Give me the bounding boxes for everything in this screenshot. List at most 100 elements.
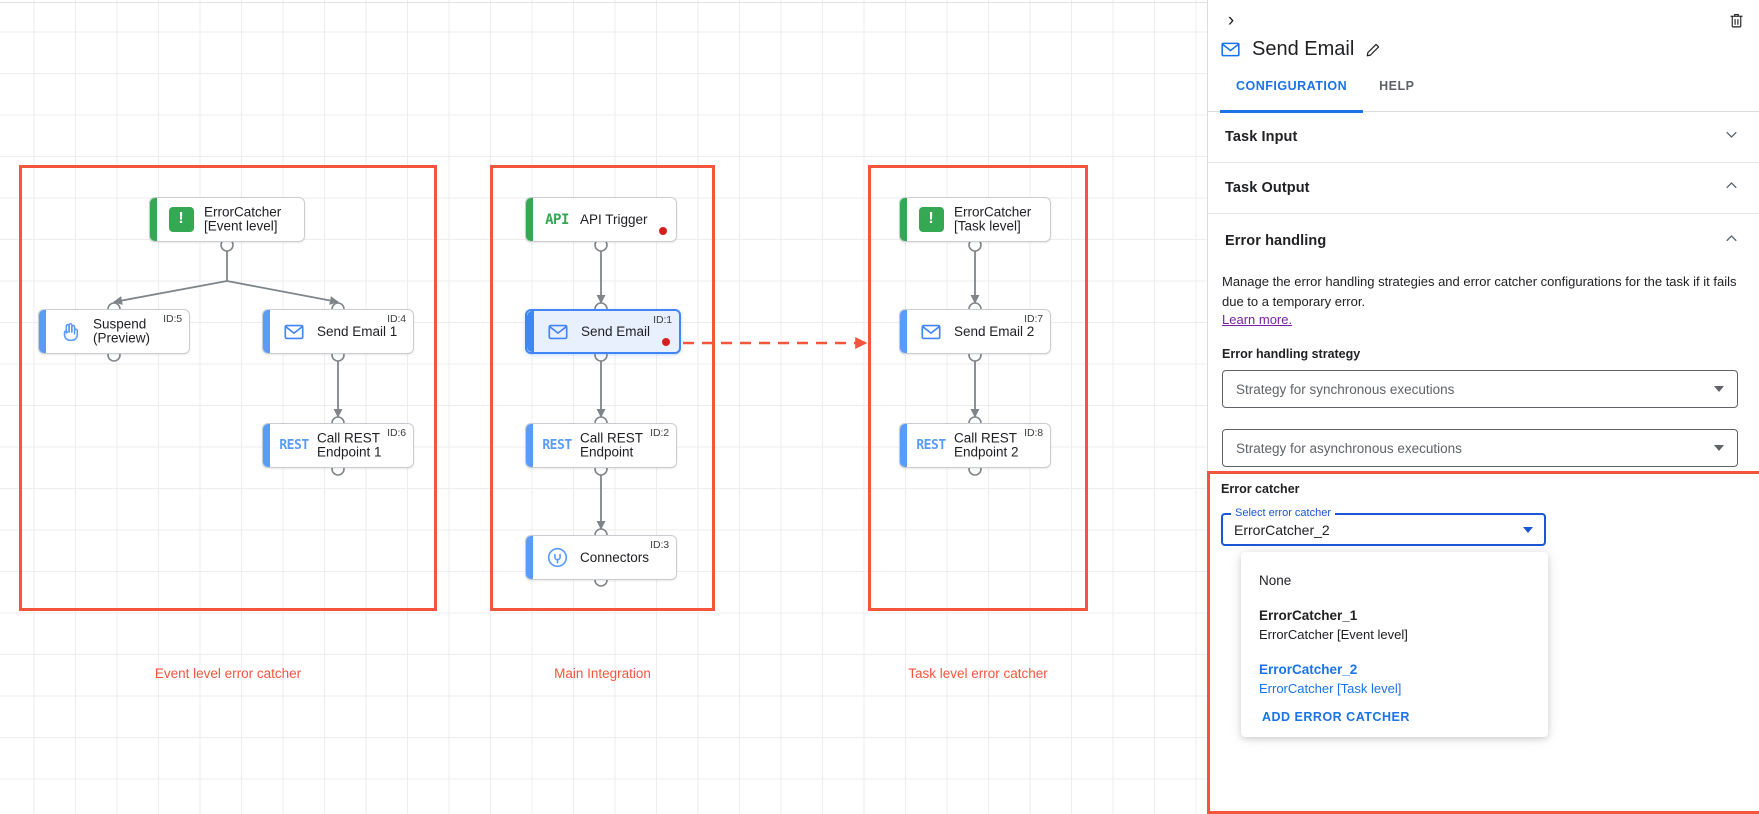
node-accent-bar (150, 198, 157, 241)
error-catcher-selected-value: ErrorCatcher_2 (1234, 521, 1330, 538)
node-error-catcher-task-level[interactable]: ! ErrorCatcher [Task level] (899, 197, 1051, 242)
node-accent-bar (526, 198, 533, 241)
node-accent-bar (263, 424, 270, 467)
edit-pencil-icon[interactable] (1365, 42, 1381, 58)
node-call-rest-endpoint-2[interactable]: REST Call REST Endpoint 2 ID:8 (899, 423, 1051, 468)
envelope-icon (545, 319, 571, 345)
sync-strategy-select[interactable]: Strategy for synchronous executions (1222, 370, 1738, 408)
error-catcher-label: Error catcher (1221, 482, 1300, 496)
section-error-handling[interactable]: Error handling (1208, 214, 1759, 268)
panel-header: › Send Email (1208, 0, 1759, 78)
section-title: Error handling (1225, 233, 1327, 249)
node-accent-bar (263, 310, 270, 353)
chevron-down-icon (1724, 127, 1739, 147)
menu-item-primary: None (1259, 573, 1292, 588)
node-call-rest-endpoint[interactable]: REST Call REST Endpoint ID:2 (525, 423, 677, 468)
chevron-up-icon (1724, 231, 1739, 251)
panel-tabs: CONFIGURATION HELP (1208, 78, 1759, 113)
error-catcher-icon: ! (918, 207, 944, 233)
page-title: Send Email (1252, 38, 1355, 60)
node-accent-bar (39, 310, 46, 353)
panel-title-row: Send Email (1220, 38, 1381, 61)
chevron-down-icon (1714, 445, 1724, 451)
menu-item-secondary: ErrorCatcher [Event level] (1259, 627, 1408, 642)
section-task-output[interactable]: Task Output (1208, 163, 1759, 214)
node-suspend[interactable]: Suspend (Preview) ID:5 (38, 309, 190, 354)
menu-item-primary: ErrorCatcher_1 (1259, 608, 1358, 623)
delete-icon[interactable] (1723, 7, 1749, 33)
node-accent-bar (527, 311, 534, 352)
group-caption-task-level: Task level error catcher (908, 666, 1048, 681)
envelope-icon (1220, 39, 1241, 60)
node-id-badge: ID:8 (1024, 427, 1043, 439)
node-send-email-1[interactable]: Send Email 1 ID:4 (262, 309, 414, 354)
node-label: Call REST Endpoint 2 (954, 430, 1019, 460)
menu-item-errorcatcher-1[interactable]: ErrorCatcher_1 ErrorCatcher [Event level… (1241, 603, 1548, 647)
node-api-trigger[interactable]: API API Trigger (525, 197, 677, 242)
node-label: Call REST Endpoint 1 (317, 430, 382, 460)
node-id-badge: ID:5 (163, 313, 182, 325)
node-label: API Trigger (580, 211, 648, 227)
node-label: ErrorCatcher [Task level] (954, 204, 1032, 234)
group-box-task-level (868, 165, 1088, 611)
section-title: Task Output (1225, 180, 1310, 196)
async-strategy-select[interactable]: Strategy for asynchronous executions (1222, 429, 1738, 467)
menu-item-none[interactable]: None (1241, 568, 1548, 593)
node-label: Suspend (Preview) (93, 316, 151, 346)
add-error-catcher-button[interactable]: ADD ERROR CATCHER (1262, 710, 1410, 724)
hand-icon (57, 319, 83, 345)
node-call-rest-endpoint-1[interactable]: REST Call REST Endpoint 1 ID:6 (262, 423, 414, 468)
node-label: Call REST Endpoint (580, 430, 644, 460)
node-id-badge: ID:1 (653, 314, 672, 326)
sync-strategy-value: Strategy for synchronous executions (1236, 381, 1455, 397)
menu-item-secondary: ErrorCatcher [Task level] (1259, 681, 1402, 696)
group-caption-main-integration: Main Integration (554, 666, 651, 681)
node-id-badge: ID:4 (387, 313, 406, 325)
error-handling-body: Manage the error handling strategies and… (1208, 272, 1759, 467)
rest-icon: REST (916, 438, 946, 453)
node-label: Connectors (580, 549, 650, 565)
node-send-email[interactable]: Send Email ID:1 (525, 309, 681, 354)
chevron-up-icon (1724, 178, 1739, 198)
node-label: Send Email 2 (954, 323, 1035, 339)
error-handling-strategy-label: Error handling strategy (1222, 347, 1361, 361)
node-label: ErrorCatcher [Event level] (204, 204, 282, 234)
node-accent-bar (526, 424, 533, 467)
learn-more-link[interactable]: Learn more. (1222, 312, 1293, 327)
menu-divider-space (1241, 647, 1548, 657)
node-connectors[interactable]: Connectors ID:3 (525, 535, 677, 580)
section-task-input[interactable]: Task Input (1208, 112, 1759, 163)
node-id-badge: ID:6 (387, 427, 406, 439)
node-accent-bar (900, 424, 907, 467)
group-box-main-integration (490, 165, 715, 611)
node-error-catcher-event-level[interactable]: ! ErrorCatcher [Event level] (149, 197, 305, 242)
error-handling-description: Manage the error handling strategies and… (1222, 274, 1737, 309)
node-id-badge: ID:3 (650, 539, 669, 551)
error-catcher-highlight-block: Error catcher Select error catcher Error… (1207, 471, 1759, 814)
tab-configuration[interactable]: CONFIGURATION (1220, 78, 1364, 113)
menu-item-errorcatcher-2[interactable]: ErrorCatcher_2 ErrorCatcher [Task level] (1241, 657, 1548, 701)
chevron-right-icon[interactable]: › (1227, 10, 1235, 31)
node-label: Send Email 1 (317, 323, 398, 339)
group-box-event-level (19, 165, 437, 611)
menu-item-primary: ErrorCatcher_2 (1259, 662, 1358, 677)
workflow-canvas[interactable]: Event level error catcher Main Integrati… (0, 0, 1207, 814)
async-strategy-value: Strategy for asynchronous executions (1236, 440, 1462, 456)
select-error-catcher-float-label: Select error catcher (1231, 507, 1335, 519)
error-catcher-icon: ! (168, 207, 194, 233)
node-id-badge: ID:7 (1024, 313, 1043, 325)
node-send-email-2[interactable]: Send Email 2 ID:7 (899, 309, 1051, 354)
tab-help[interactable]: HELP (1379, 79, 1415, 93)
section-title: Task Input (1225, 129, 1298, 145)
node-accent-bar (900, 198, 907, 241)
rest-icon: REST (542, 438, 572, 453)
error-catcher-dropdown-menu: None ErrorCatcher_1 ErrorCatcher [Event … (1241, 552, 1548, 737)
envelope-icon (281, 319, 307, 345)
api-icon: API (545, 211, 569, 228)
connectors-plug-icon (544, 545, 570, 571)
group-caption-event-level: Event level error catcher (154, 666, 302, 681)
canvas-top-divider (0, 2, 1207, 3)
error-indicator-dot (662, 338, 670, 346)
node-accent-bar (900, 310, 907, 353)
error-indicator-dot (659, 227, 667, 235)
